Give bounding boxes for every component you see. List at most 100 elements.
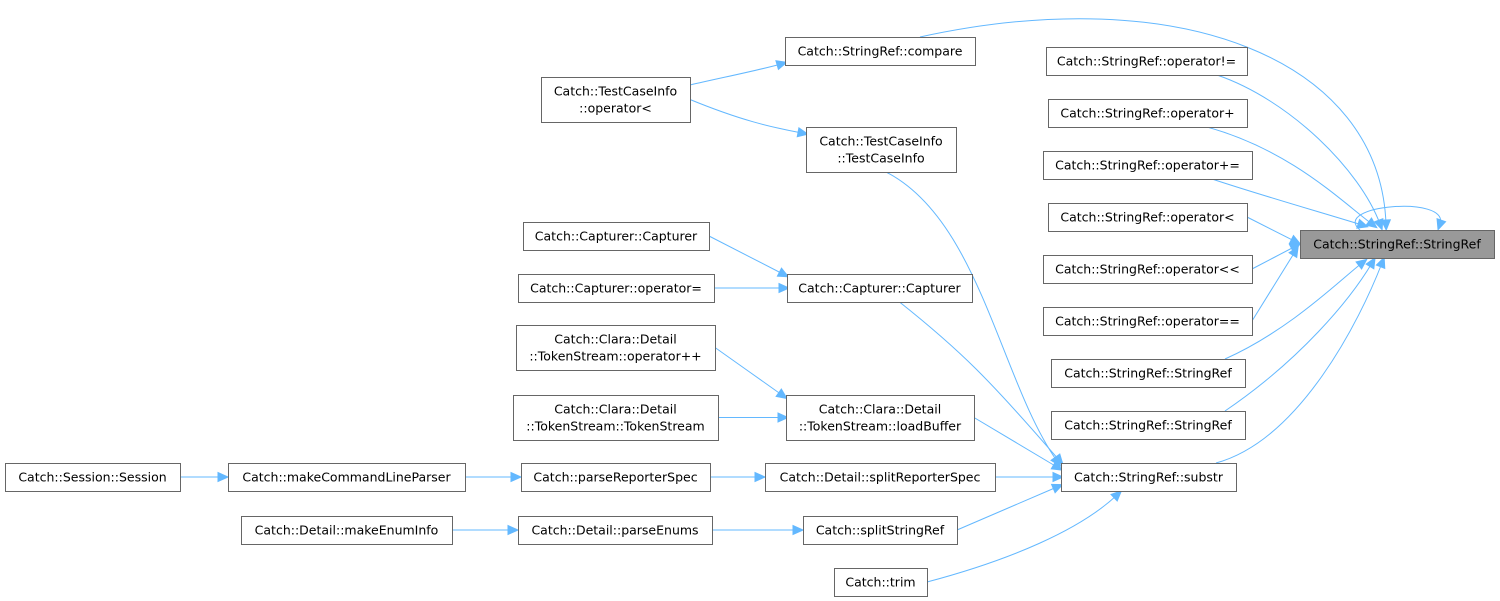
edge-op_eq-to-root [1251,251,1296,322]
edge-cap_ctor-to-substr [899,301,1060,461]
arrowhead-op_lt-to-root [1288,234,1302,245]
arrowhead-cap_ctor_left-to-cap_ctor [776,267,790,278]
node-label: Catch::StringRef::substr [1074,470,1224,485]
edge-sr_ctor2-to-root [1224,262,1373,412]
node-split-rep[interactable]: Catch::Detail::splitReporterSpec [765,463,996,492]
node-tci-lt[interactable]: Catch::TestCaseInfo::operator< [541,77,691,123]
node-op-plus[interactable]: Catch::StringRef::operator+ [1048,99,1248,128]
arrowhead-session-to-make_cli [217,471,230,483]
node-box [1043,151,1253,180]
node-box [241,516,453,545]
node-make-cli[interactable]: Catch::makeCommandLineParser [228,463,466,492]
node-box [1061,463,1237,492]
node-ts-ctor[interactable]: Catch::Clara::Detail::TokenStream::Token… [513,395,719,441]
arrowhead-split_ref-to-substr [1050,483,1064,494]
node-label: ::operator< [579,101,652,116]
node-box [1300,230,1495,259]
node-sr-ctor1[interactable]: Catch::StringRef::StringRef [1051,359,1246,388]
node-label: Catch::TestCaseInfo [554,84,677,99]
node-op-lt[interactable]: Catch::StringRef::operator< [1048,203,1248,232]
node-label: ::TokenStream::operator++ [529,349,701,364]
edge-trim-to-substr [926,494,1118,583]
edge-ts_load-to-substr [973,417,1058,468]
edge-compare-to-root [919,18,1387,225]
edge-cap_ctor_left-to-cap_ctor [708,235,784,275]
node-label: Catch::StringRef::operator+ [1060,106,1234,121]
node-label: Catch::Clara::Detail [554,332,676,347]
node-label: Catch::StringRef::operator!= [1057,54,1236,69]
arrowhead-op_plus-to-root [1365,217,1378,229]
node-box [1043,307,1253,336]
node-tci-ctor[interactable]: Catch::TestCaseInfo::TestCaseInfo [806,127,957,173]
arrowhead-parse_enums-to-split_ref [792,524,805,536]
node-trim[interactable]: Catch::trim [834,568,928,597]
node-cap-ctor-left[interactable]: Catch::Capturer::Capturer [523,222,710,251]
node-label: Catch::Detail::splitReporterSpec [780,470,981,485]
node-box [1048,203,1248,232]
node-label: Catch::StringRef::operator== [1055,314,1240,329]
node-label: Catch::StringRef::operator<< [1055,262,1240,277]
node-box [834,568,928,597]
node-root[interactable]: Catch::StringRef::StringRef [1300,230,1495,259]
node-cap-ctor[interactable]: Catch::Capturer::Capturer [787,274,973,303]
node-label: Catch::StringRef::StringRef [1064,366,1232,381]
node-box [5,463,181,492]
arrowhead-ts_inc-to-ts_load [775,388,788,400]
node-session[interactable]: Catch::Session::Session [5,463,181,492]
node-op-ne[interactable]: Catch::StringRef::operator!= [1046,47,1248,76]
node-op-eq[interactable]: Catch::StringRef::operator== [1043,307,1253,336]
node-label: Catch::trim [845,575,915,590]
arrowhead-make_enum-to-parse_enums [507,524,520,536]
node-op-pluseq[interactable]: Catch::StringRef::operator+= [1043,151,1253,180]
node-label: Catch::StringRef::StringRef [1064,418,1232,433]
node-ts-inc[interactable]: Catch::Clara::Detail::TokenStream::opera… [516,325,716,371]
node-box [516,325,716,371]
edge-split_ref-to-substr [956,486,1058,531]
node-split-ref[interactable]: Catch::splitStringRef [803,516,958,545]
node-label: ::TokenStream::loadBuffer [799,419,962,434]
edge-substr-to-root [1215,262,1383,464]
arrowhead-make_cli-to-parse_rep [510,471,523,483]
edge-op_shl-to-root [1251,246,1296,270]
node-sr-ctor2[interactable]: Catch::StringRef::StringRef [1051,411,1246,440]
arrowhead-parse_rep-to-split_rep [754,471,767,483]
node-label: Catch::splitStringRef [816,523,945,538]
node-compare[interactable]: Catch::StringRef::compare [785,37,976,66]
node-box [806,127,957,173]
node-box [785,37,976,66]
edge-root-to-root [1355,205,1441,231]
arrowhead-split_rep-to-substr [1052,471,1065,483]
node-cap-assign[interactable]: Catch::Capturer::operator= [518,274,715,303]
arrowhead-cap_assign-to-cap_ctor [778,282,791,294]
arrowhead-ts_load-to-substr [1050,460,1064,471]
node-op-shl[interactable]: Catch::StringRef::operator<< [1043,255,1253,284]
node-label: Catch::Session::Session [18,470,166,485]
node-box [787,274,973,303]
edge-sr_ctor1-to-root [1224,262,1363,360]
node-label: Catch::parseReporterSpec [533,470,697,485]
arrowhead-substr-to-root [1375,256,1386,270]
node-parse-rep[interactable]: Catch::parseReporterSpec [521,463,711,492]
node-label: ::TokenStream::TokenStream [526,419,704,434]
node-label: Catch::TestCaseInfo [819,134,942,149]
node-box [1046,47,1248,76]
node-label: Catch::Clara::Detail [819,402,941,417]
node-label: Catch::Clara::Detail [554,402,676,417]
node-substr[interactable]: Catch::StringRef::substr [1061,463,1237,492]
node-label: Catch::Capturer::Capturer [798,281,961,296]
edge-op_plus-to-root [1206,126,1373,225]
node-ts-load[interactable]: Catch::Clara::Detail::TokenStream::loadB… [786,395,975,441]
node-label: Catch::Capturer::Capturer [535,229,698,244]
node-label: Catch::Detail::parseEnums [531,523,698,538]
edge-tci_lt-to-tci_ctor [689,99,803,134]
arrowhead-sr_ctor2-to-root [1365,256,1376,270]
node-box [228,463,466,492]
node-label: Catch::Detail::makeEnumInfo [255,523,439,538]
node-parse-enums[interactable]: Catch::Detail::parseEnums [518,516,713,545]
arrowhead-op_pluseq-to-root [1356,218,1369,229]
node-label: Catch::StringRef::operator< [1060,210,1234,225]
node-box [518,516,713,545]
node-make-enum[interactable]: Catch::Detail::makeEnumInfo [241,516,453,545]
